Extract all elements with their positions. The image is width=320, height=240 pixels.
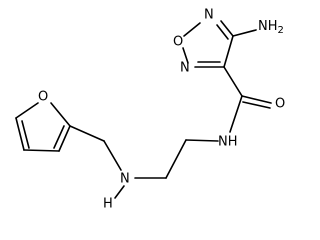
bond-carbonyl-c-o — [241, 95, 272, 104]
bond-c3-c2-double — [53, 125, 65, 149]
bond-ch2-furan — [69, 125, 105, 142]
bond-amine-n-ch2 — [103, 140, 122, 171]
bond-o-c5 — [15, 102, 39, 119]
oxadiazole-n-bottom-label: N — [180, 61, 190, 76]
bond-c3-c4 — [223, 35, 234, 68]
bond-n5-o1 — [182, 47, 189, 64]
furan-o-label: O — [38, 90, 48, 105]
bond-amine-n-h — [114, 185, 125, 199]
bond-c3-nh2 — [232, 29, 257, 37]
bond-amide-n-ch2 — [185, 139, 219, 142]
bond-c5-c4 — [15, 117, 25, 151]
bond-c3-c2 — [58, 125, 71, 152]
carbonyl-o-label: O — [275, 97, 285, 112]
bond-n2-c3 — [220, 20, 234, 37]
molecule-canvas: NH2 N O N O NH O N H — [15, 7, 286, 212]
oxadiazole-ring — [182, 20, 234, 68]
bond-c2-o — [50, 102, 71, 127]
bond-c5-c4-double — [21, 120, 30, 149]
oxadiazole-n-top-label: N — [204, 8, 214, 23]
carboxamide-group — [223, 66, 272, 133]
oxadiazole-o-label: O — [173, 35, 183, 50]
bond-ch2-ch2 — [165, 139, 187, 179]
structure-diagram: NH2 N O N O NH O N H — [15, 8, 285, 212]
bond-o1-n2 — [183, 22, 201, 37]
amine-n-label: N — [120, 172, 130, 187]
bond-c4-c3 — [23, 149, 60, 152]
bond-n2-c3-double — [216, 24, 229, 40]
ethylene-linker — [134, 139, 219, 179]
amide-nh-label: NH — [218, 135, 238, 150]
bond-carbonyl-c-n — [229, 95, 243, 133]
amino-label: NH2 — [258, 19, 284, 37]
amine-h-label: H — [103, 197, 113, 212]
furan-ring — [15, 102, 71, 152]
bond-c4-carbonyl-c — [223, 66, 243, 97]
bond-carbonyl-c-o-double — [242, 101, 271, 109]
